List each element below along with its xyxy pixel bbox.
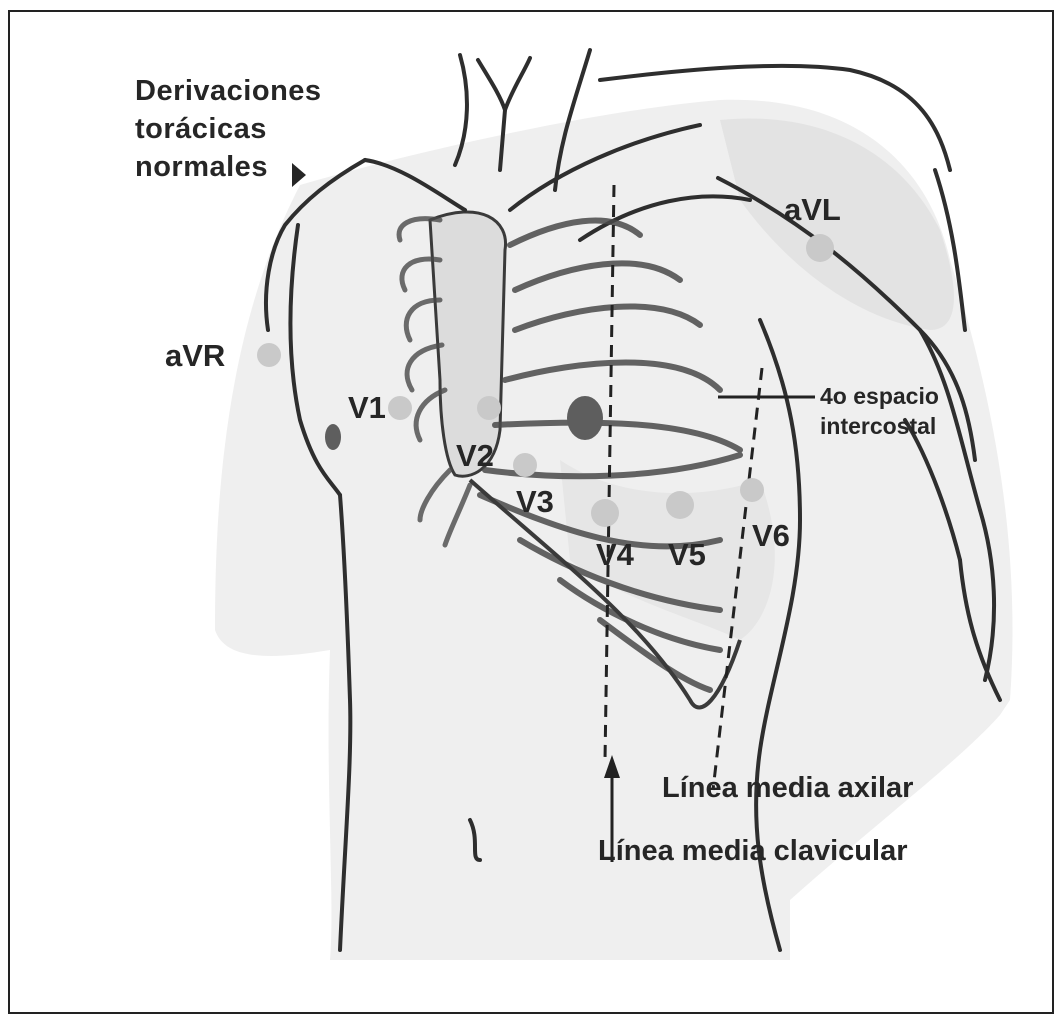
electrode-v6 [740, 478, 764, 502]
label-avl: aVL [784, 192, 841, 228]
label-avr: aVR [165, 338, 225, 374]
label-v4: V4 [596, 537, 634, 573]
title-line-3: normales [135, 148, 322, 186]
label-v5: V5 [668, 537, 706, 573]
electrode-v5 [666, 491, 694, 519]
label-v3: V3 [516, 484, 554, 520]
title-line-2: torácicas [135, 110, 322, 148]
label-v2: V2 [456, 438, 494, 474]
label-clavicular-line: Línea media clavicular [598, 835, 907, 868]
label-v1: V1 [348, 390, 386, 426]
title-line-1: Derivaciones [135, 72, 322, 110]
label-axillary-line: Línea media axilar [662, 772, 913, 805]
nipple-left [567, 396, 603, 440]
electrode-v4 [591, 499, 619, 527]
figure-title: Derivaciones torácicas normales [135, 72, 322, 186]
electrode-avr [257, 343, 281, 367]
nipple-right [325, 424, 341, 450]
label-intercostal-line1: 4o espacio [820, 383, 939, 409]
label-v6: V6 [752, 518, 790, 554]
label-intercostal-line2: intercostal [820, 413, 936, 439]
electrode-avl [806, 234, 834, 262]
electrode-v2 [477, 396, 501, 420]
electrode-v1 [388, 396, 412, 420]
electrode-v3 [513, 453, 537, 477]
